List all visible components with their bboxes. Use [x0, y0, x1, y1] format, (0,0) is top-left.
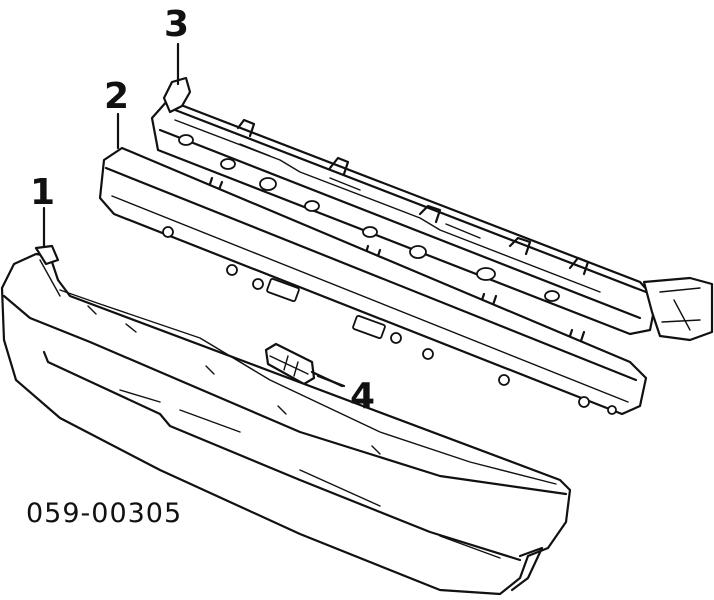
- callout-label-4: 4: [350, 376, 375, 417]
- callout-leaders: [42, 42, 346, 388]
- part-1-bumper-cover: [0, 244, 572, 596]
- callout-label-1: 1: [30, 172, 55, 213]
- callout-label-3: 3: [164, 4, 189, 45]
- part-2-energy-absorber: [98, 146, 648, 416]
- callout-label-2: 2: [104, 76, 129, 117]
- diagram-code: 059-00305: [26, 498, 182, 529]
